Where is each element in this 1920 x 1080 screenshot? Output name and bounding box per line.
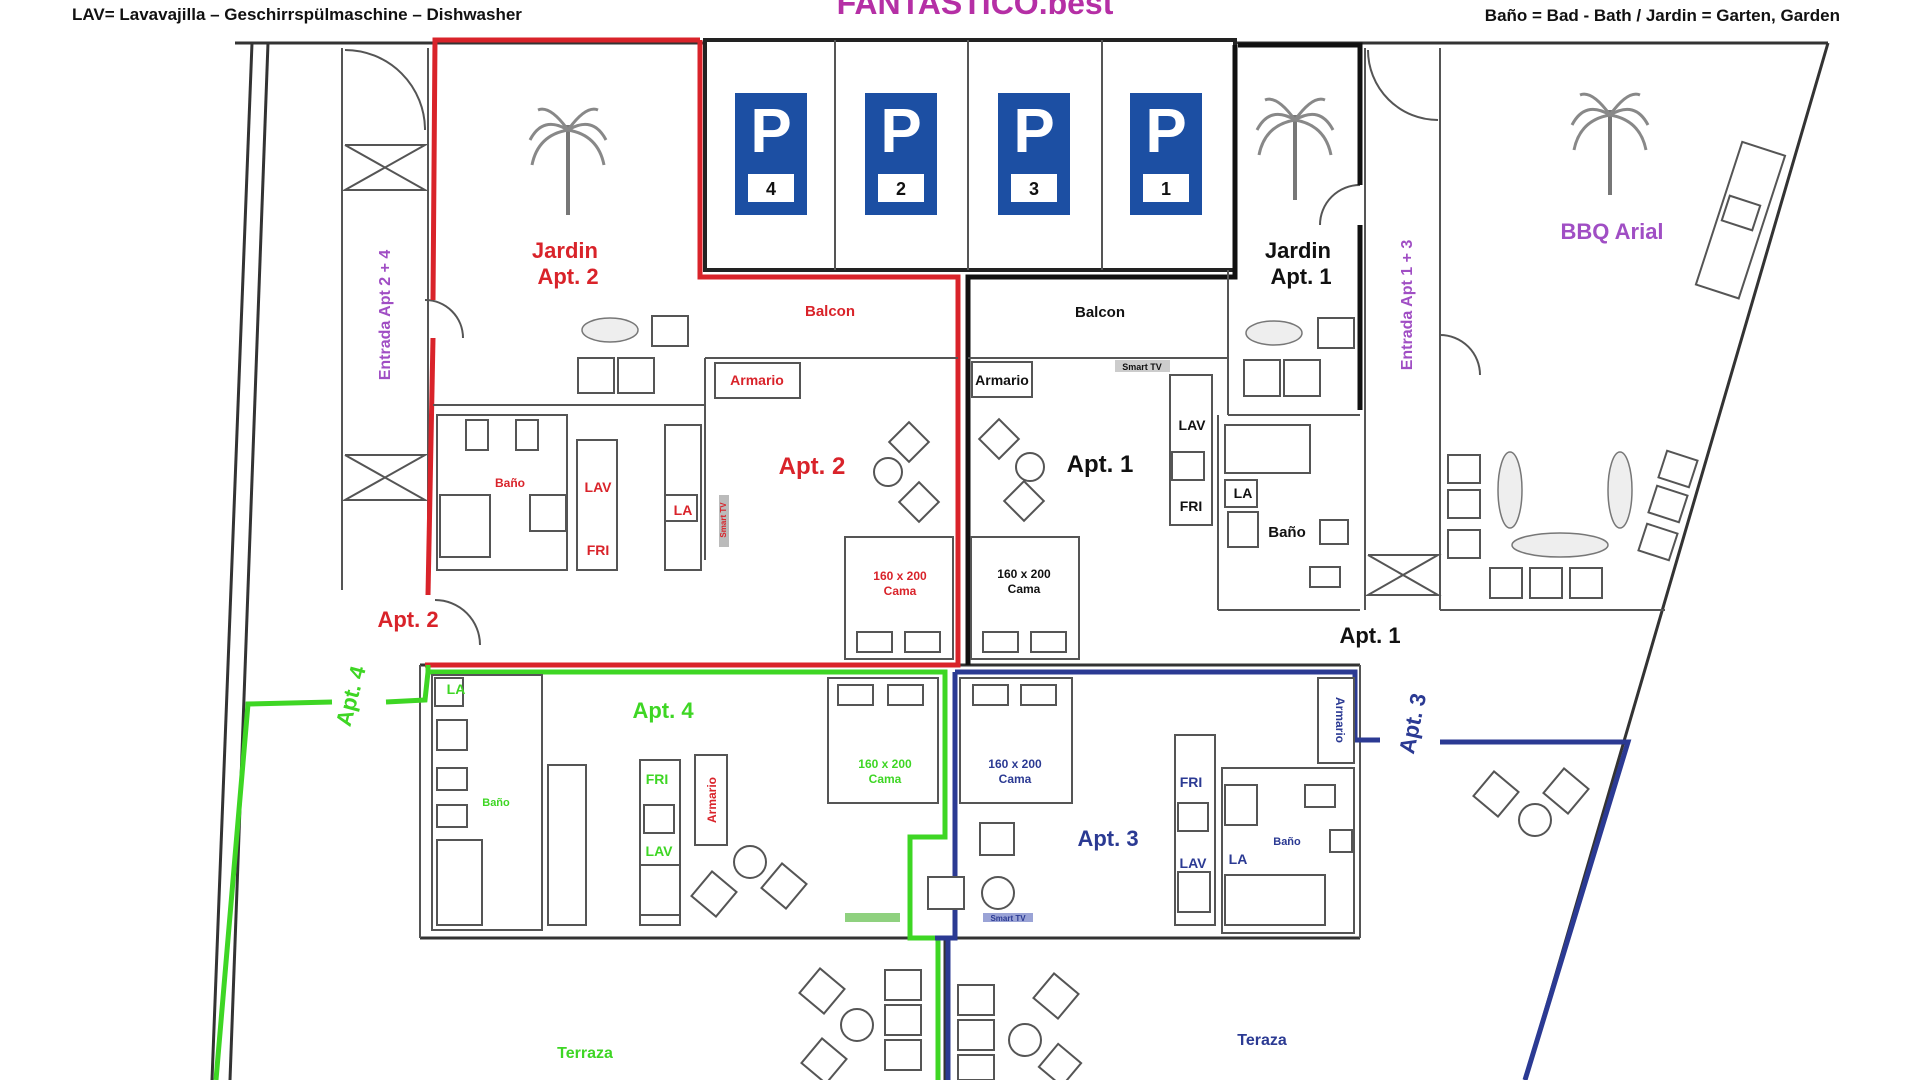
parking-number: 1 (1161, 179, 1171, 199)
apt4-zone (213, 665, 948, 1080)
apt3-bath-label: Baño (1273, 836, 1301, 848)
apt1-dishwasher-label: LAV (1179, 417, 1207, 433)
palm-tree-icon (528, 107, 608, 215)
parking-spot-3: P 3 (998, 93, 1070, 215)
apt2-washer-label: LA (674, 502, 693, 518)
apt2-dishwasher-label: LAV (585, 479, 613, 495)
apt2-bath-label: Baño (495, 476, 525, 490)
apt1-bath-label: Baño (1268, 524, 1306, 541)
apt1-wardrobe-label: Armario (975, 372, 1029, 388)
apt1-fridge-label: FRI (1180, 498, 1203, 514)
parking-number: 2 (896, 179, 906, 199)
palm-tree-icon (1255, 97, 1335, 200)
apt3-wardrobe-label: Armario (1333, 697, 1347, 743)
apt2-fridge-label: FRI (587, 542, 610, 558)
apt3-title: Apt. 3 (1077, 826, 1138, 851)
parking-spot-2: P 2 (865, 93, 937, 215)
apt2-garden-text-line2: Apt. 2 (537, 264, 598, 289)
parking-number: 3 (1029, 179, 1039, 199)
apt1-balcony-label: Balcon (1075, 304, 1125, 321)
apt3-door-label: Apt. 3 (1394, 691, 1431, 756)
apt2-title: Apt. 2 (779, 453, 846, 480)
apt1-door-label: Apt. 1 (1339, 623, 1400, 648)
apt4-door-label: Apt. 4 (331, 663, 371, 729)
doors (344, 49, 1481, 646)
bed-word-text: Cama (869, 772, 902, 786)
parking-spot-1: P 1 (1130, 93, 1202, 215)
bed-word-text: Cama (1008, 582, 1041, 596)
entrance-apt13-label: Entrada Apt 1 + 3 (1399, 240, 1416, 371)
apt2-tv-label: Smart TV (719, 502, 728, 538)
apt1-garden-text-line2: Apt. 1 (1270, 264, 1331, 289)
apt2-zone (425, 37, 961, 668)
apt3-zone (927, 669, 1632, 1080)
apt1-title: Apt. 1 (1067, 451, 1134, 478)
parking-area: P 4 P 2 P 3 P 1 (703, 38, 1237, 272)
legend-right: Baño = Bad - Bath / Jardin = Garten, Gar… (1485, 6, 1840, 25)
parking-letter: P (880, 97, 921, 166)
bed-size-text: 160 x 200 (858, 757, 912, 771)
bed-size-text: 160 x 200 (997, 567, 1051, 581)
parking-letter: P (1013, 97, 1054, 166)
apt1-garden-text: Jardin (1265, 238, 1331, 263)
brand-title: FANTASTICO.best (837, 0, 1114, 21)
apt1-washer-label: LA (1234, 485, 1253, 501)
apt1-tv-label: Smart TV (1122, 362, 1162, 372)
apt3-tv-label: Smart TV (990, 914, 1026, 923)
apt2-garden-label: Jardin Apt. 2 (532, 238, 604, 289)
apt4-title: Apt. 4 (632, 698, 694, 723)
apt3-terrace-label: Teraza (1237, 1032, 1287, 1049)
bed-size-text: 160 x 200 (988, 757, 1042, 771)
apt2-garden-text: Jardin (532, 238, 598, 263)
apt3-dishwasher-label: LAV (1180, 855, 1208, 871)
entrance-apt24-label: Entrada Apt 2 + 4 (377, 250, 394, 381)
bbq-area (1447, 140, 1787, 599)
bed-word-text: Cama (999, 772, 1032, 786)
bed-word-text: Cama (884, 584, 917, 598)
apt3-washer-label: LA (1229, 851, 1248, 867)
parking-number: 4 (766, 179, 776, 199)
apt4-fridge-label: FRI (646, 771, 669, 787)
parking-letter: P (750, 97, 791, 166)
apt4-washer-label: LA (447, 681, 466, 697)
apt2-door-label: Apt. 2 (377, 607, 438, 632)
apt1-zone (965, 42, 1363, 665)
bed-size-text: 160 x 200 (873, 569, 927, 583)
apt4-wardrobe-label: Armario (705, 777, 719, 823)
parking-spot-4: P 4 (735, 93, 807, 215)
apt4-terrace-label: Terraza (557, 1045, 613, 1062)
palm-tree-icon (1570, 92, 1650, 195)
apt4-dishwasher-label: LAV (646, 843, 674, 859)
apt2-wardrobe-label: Armario (730, 372, 784, 388)
legend-left: LAV= Lavavajilla – Geschirrspülmaschine … (72, 5, 522, 24)
apt2-balcony-label: Balcon (805, 303, 855, 320)
apt4-bath-label: Baño (482, 797, 510, 809)
bbq-label: BBQ Arial (1560, 219, 1663, 244)
parking-letter: P (1145, 97, 1186, 166)
apt1-garden-label: Jardin Apt. 1 (1265, 238, 1337, 289)
apt3-fridge-label: FRI (1180, 774, 1203, 790)
